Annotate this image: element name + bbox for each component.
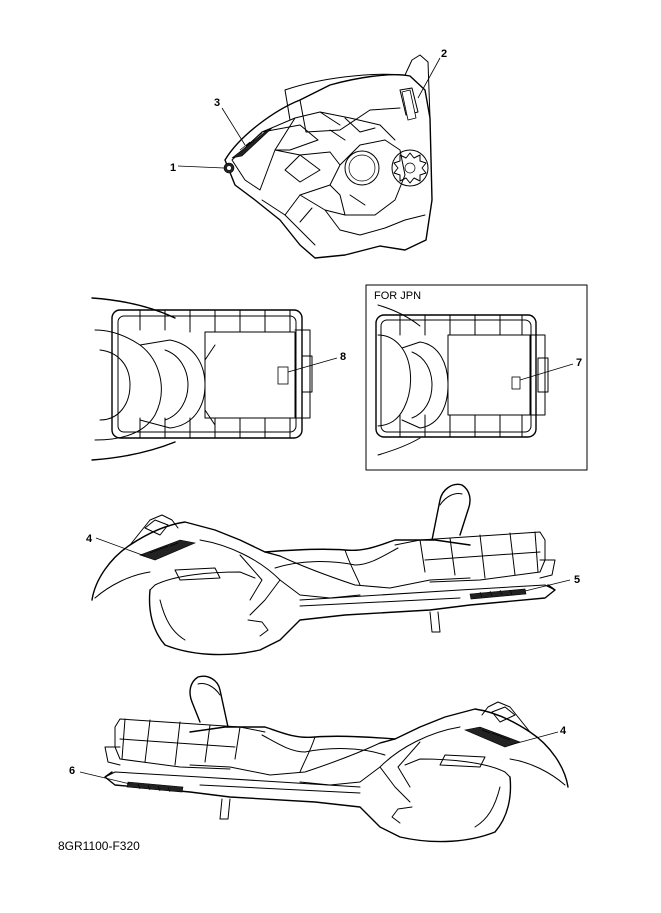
gear-cap-icon <box>391 149 429 187</box>
rear-rack-view <box>91 297 338 461</box>
callout-1: 1 <box>170 162 176 174</box>
front-hood-view <box>177 54 441 259</box>
diagram-reference-code: 8GR1100-F320 <box>58 839 140 853</box>
callout-8: 8 <box>340 351 346 363</box>
inset-label: FOR JPN <box>374 290 421 302</box>
callout-2: 2 <box>441 48 447 60</box>
callout-5: 5 <box>574 574 580 586</box>
jpn-inset: FOR JPN <box>365 284 588 471</box>
callout-3: 3 <box>214 97 220 109</box>
right-side-view <box>91 483 571 656</box>
callout-4-lower: 4 <box>560 725 567 737</box>
callout-7: 7 <box>576 357 582 369</box>
callout-6: 6 <box>69 765 75 777</box>
callout-4: 4 <box>86 533 93 545</box>
left-side-view <box>79 675 569 843</box>
